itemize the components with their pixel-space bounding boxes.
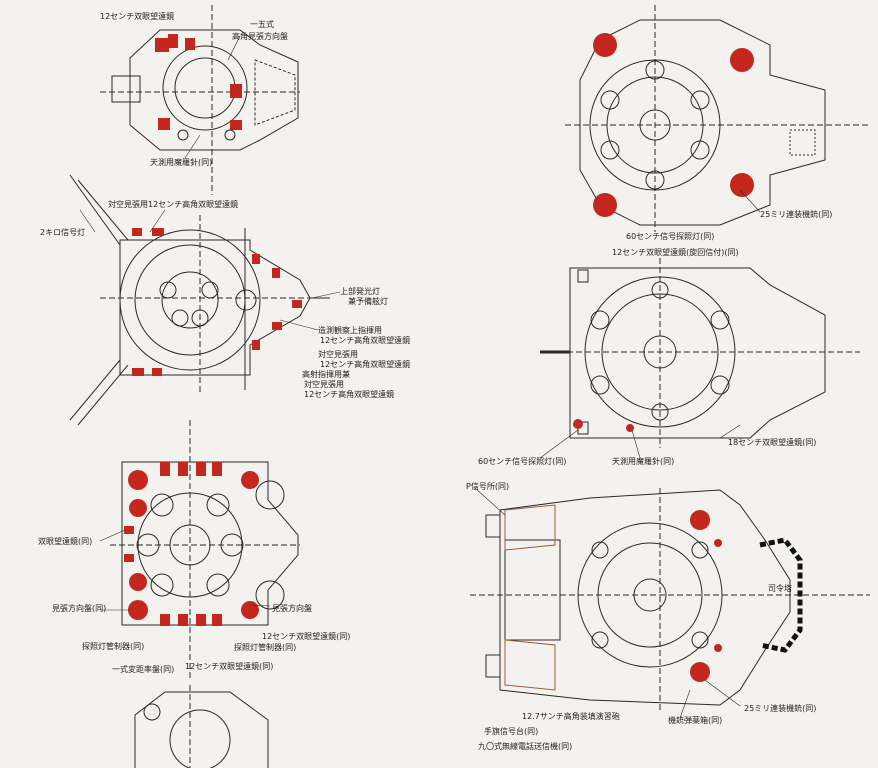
label-type90-radiotelephone: 九〇式無線電話送信機(同): [478, 742, 573, 751]
plan-upper-bridge: [100, 5, 300, 195]
label-2km-signal-lamp: 2キロ信号灯: [40, 228, 86, 237]
plan-signal-platform: [540, 258, 860, 448]
label-12cm-binoculars-rotating: 12センチ双眼望遠鏡(旋回信付)(同): [612, 248, 739, 257]
label-18cm-binoculars: 18センチ双眼望遠鏡(同): [728, 438, 817, 447]
label-searchlight-controller-b: 探照灯管制器(同): [234, 643, 297, 652]
label-lookout-director-pair: 見張方向盤(同): [52, 604, 107, 613]
label-b5: 造測観察上指揮用: [318, 326, 382, 335]
label-25mm-twin-mg-b: 25ミリ連装機銃(同): [744, 704, 817, 713]
label-hand-flag-signal-platform: 手旗信号台(同): [484, 727, 539, 736]
label-12cm-binoculars-c: 12センチ双眼望遠鏡(同): [262, 632, 351, 641]
label-celestial-compass-e: 天測用魔羅針(同): [612, 457, 675, 466]
label-b7: 対空見張用: [318, 350, 358, 359]
plan-searchlight-platform: [565, 5, 870, 232]
label-b8: 12センチ高角双眼望遠鏡: [320, 360, 411, 369]
label-b11: 12センチ高角双眼望遠鏡: [304, 390, 395, 399]
plan-navigation-bridge: [470, 488, 870, 710]
label-conning-tower: 司令塔: [768, 584, 792, 593]
label-60cm-signal-searchlight-b: 60センチ信号探照灯(同): [478, 457, 567, 466]
label-binoculars-pair: 双眼望遠鏡(同): [38, 537, 93, 546]
label-upper-light: 上部発光灯: [340, 287, 380, 296]
label-b9: 高射指揮用兼: [302, 370, 350, 379]
label-60cm-signal-searchlight-a: 60センチ信号探照灯(同): [626, 232, 715, 241]
label-12cm-binoculars-d: 12センチ双眼望遠鏡(同): [185, 662, 274, 671]
label-b6: 12センチ高角双眼望遠鏡: [320, 336, 411, 345]
label-25mm-twin-mg-a: 25ミリ連装機銃(同): [760, 210, 833, 219]
label-searchlight-controller-a: 探照灯管制器(同): [82, 642, 145, 651]
plan-compass-bridge: [110, 420, 300, 680]
label-mg-ammo-box: 機銃弾薬箱(同): [668, 716, 723, 725]
label-spare-sidelight: 兼予備舷灯: [348, 297, 388, 306]
label-12cm-binoculars-a: 12センチ双眼望遠鏡: [100, 12, 175, 21]
plan-antiaircraft-lookout: [69, 174, 330, 426]
label-127-loading-drill-gun: 12.7サンチ高角装填演習砲: [522, 712, 620, 721]
label-ha-lookout-director: 高角見張方向盤: [232, 32, 288, 41]
label-celestial-compass-a: 天測用魔羅針(同): [150, 158, 213, 167]
label-b10: 対空見張用: [304, 380, 344, 389]
plan-lower-partial: [134, 685, 269, 768]
label-range-rate-board: 一式変距率盤(同): [112, 665, 175, 674]
label-lookout-director: 見張方向盤: [272, 604, 312, 613]
label-p-signal-station: P信号所(同): [466, 482, 510, 491]
label-type15: 一五式: [250, 20, 274, 29]
label-aa-lookout-binoculars: 対空見張用12センチ高角双眼望遠鏡: [108, 200, 239, 209]
